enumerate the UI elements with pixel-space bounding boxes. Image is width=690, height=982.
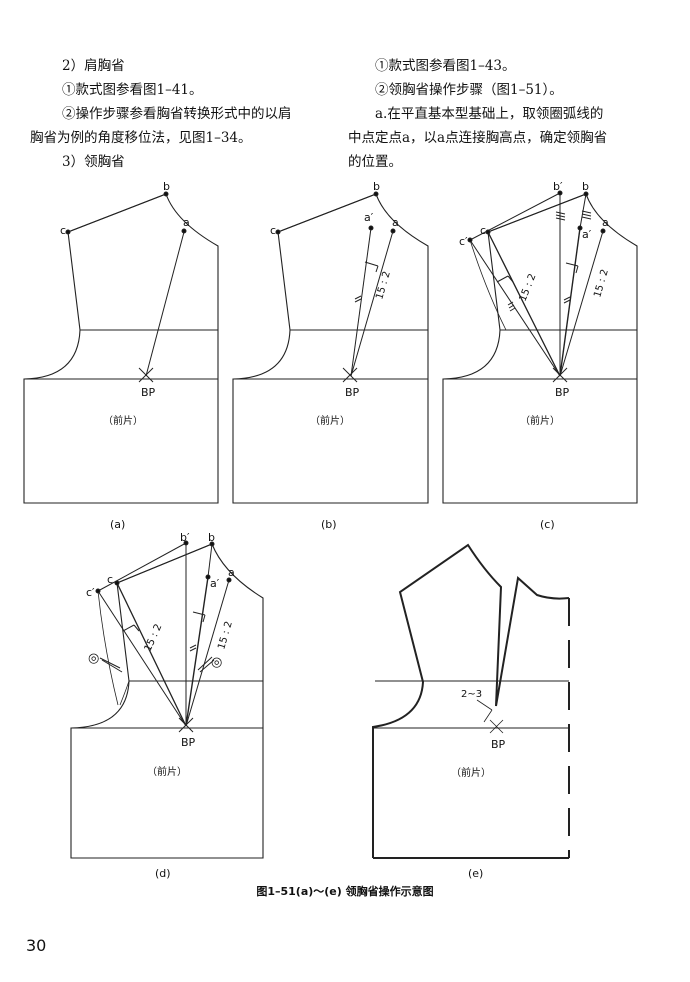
panel-label-b: (b) (321, 518, 337, 531)
front-piece-label: （前片） (451, 766, 491, 779)
bp-label: BP (491, 738, 506, 751)
right-text-column: ①款式图参看图1–43。 ②领胸省操作步骤（图1–51）。 a.在平直基本型基础… (348, 54, 648, 174)
paragraph-line: 胸省为例的角度移位法，见图1–34。 (30, 130, 252, 146)
ratio-label: 15 : 2 (374, 270, 393, 301)
paragraph-line: ②操作步骤参看胸省转换形式中的以肩 (62, 106, 292, 122)
ratio-label: 15 : 2 (143, 622, 165, 653)
double-circle-mark: ◎ (211, 655, 222, 670)
point-a-prime: a′ (210, 577, 220, 590)
front-piece-label: （前片） (103, 414, 143, 427)
paragraph-line: a.在平直基本型基础上，取领圈弧线的 (375, 106, 604, 122)
paragraph-line: ①款式图参看图1–43。 (375, 58, 516, 74)
panel-c: b b′ c c′ a a′ 15 : 2 15 : 2 BP （前片） (c) (442, 180, 638, 531)
left-text-column: 2）肩胸省 ①款式图参看图1–41。 ②操作步骤参看胸省转换形式中的以肩 胸省为… (30, 54, 326, 174)
point-b-prime: b′ (553, 180, 563, 193)
heading-shoulder-dart: 2）肩胸省 (62, 58, 125, 74)
point-a-prime: a′ (582, 228, 592, 241)
ratio-label: 15 : 2 (592, 268, 611, 299)
panel-e: 2~3 BP （前片） (e) (372, 543, 570, 880)
point-b: b (208, 531, 215, 544)
figure-caption: 图1–51(a)～(e) 领胸省操作示意图 (256, 885, 434, 898)
front-piece-label: （前片） (520, 414, 560, 427)
point-c: c (270, 224, 276, 237)
paragraph-line: ①款式图参看图1–41。 (62, 82, 203, 98)
panel-b: b c a a′ 15 : 2 BP （前片） (b) (232, 180, 429, 531)
panel-label-a: (a) (110, 518, 125, 531)
front-piece-label: （前片） (310, 414, 350, 427)
bp-label: BP (345, 386, 360, 399)
paragraph-line: 中点定点a，以a点连接胸高点，确定领胸省 (348, 130, 608, 146)
paragraph-line: ②领胸省操作步骤（图1–51）。 (375, 82, 563, 98)
point-a: a (602, 216, 609, 229)
bp-label: BP (555, 386, 570, 399)
bp-label: BP (181, 736, 196, 749)
point-c-prime: c′ (86, 586, 95, 599)
point-b: b (373, 180, 380, 193)
front-piece-label: （前片） (147, 765, 187, 778)
page-number: 30 (26, 936, 47, 955)
ratio-label: 15 : 2 (518, 272, 539, 303)
panel-label-d: (d) (155, 867, 171, 880)
point-b: b (163, 180, 170, 193)
panel-label-c: (c) (540, 518, 555, 531)
heading-neck-dart: 3）领胸省 (62, 154, 125, 170)
bp-label: BP (141, 386, 156, 399)
point-a: a (392, 216, 399, 229)
panel-a: b c a BP （前片） (a) (23, 180, 219, 531)
point-c: c (107, 573, 113, 586)
point-b: b (582, 180, 589, 193)
point-c: c (60, 224, 66, 237)
double-circle-mark: ◎ (88, 651, 99, 666)
point-c-prime: c′ (459, 235, 468, 248)
point-a: a (183, 216, 190, 229)
point-a: a (228, 566, 235, 579)
point-a-prime: a′ (364, 211, 374, 224)
paragraph-line: 的位置。 (348, 154, 402, 170)
ratio-label: 15 : 2 (216, 620, 235, 651)
panel-label-e: (e) (468, 867, 483, 880)
point-c: c (480, 224, 486, 237)
dimension-label: 2~3 (461, 689, 482, 700)
point-b-prime: b′ (180, 531, 190, 544)
panel-d: b b′ c c′ a a′ 15 : 2 15 : 2 ◎ ◎ BP （前片）… (70, 531, 264, 880)
